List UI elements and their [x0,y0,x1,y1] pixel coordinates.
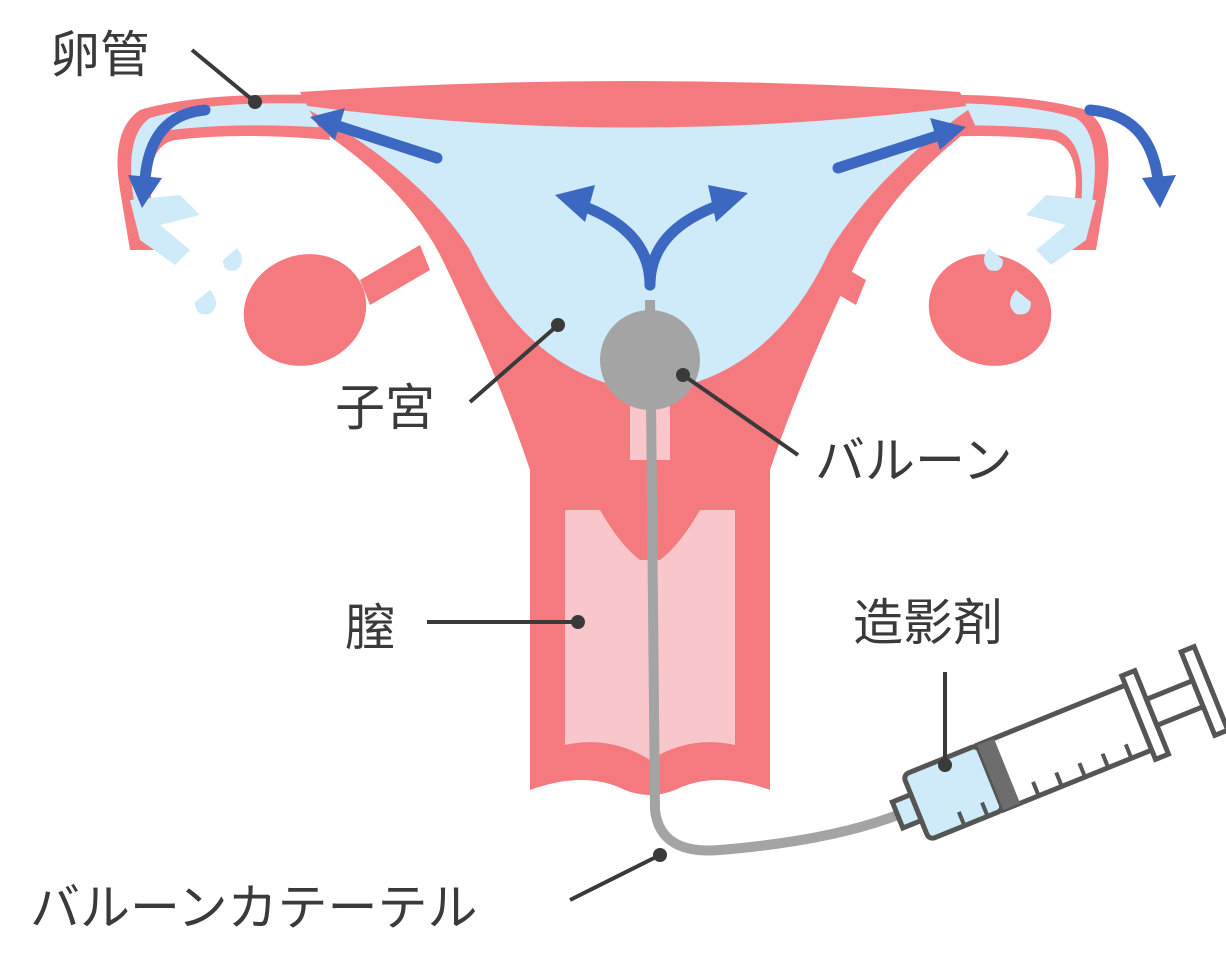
syringe-icon [889,643,1226,841]
left-fallopian-tube [117,94,330,315]
svg-text:造影剤: 造影剤 [853,594,1003,652]
catheter-tube [645,299,912,856]
svg-text:バルーンカテーテル: バルーンカテーテル [30,879,478,937]
svg-text:膣: 膣 [345,599,395,657]
label-uterus: 子宮 [335,318,565,437]
svg-text:子宮: 子宮 [335,379,435,437]
label-contrast-agent: 造影剤 [853,594,1003,772]
balloon [600,310,700,410]
svg-text:卵管: 卵管 [50,26,150,84]
flow-arrows [128,104,1176,291]
left-ovary [243,245,430,366]
label-vagina: 膣 [345,599,585,657]
label-balloon: バルーン [676,368,1013,490]
label-balloon-catheter: バルーンカテーテル [30,848,667,937]
svg-text:バルーン: バルーン [815,432,1013,490]
label-fallopian-tube: 卵管 [50,26,262,109]
